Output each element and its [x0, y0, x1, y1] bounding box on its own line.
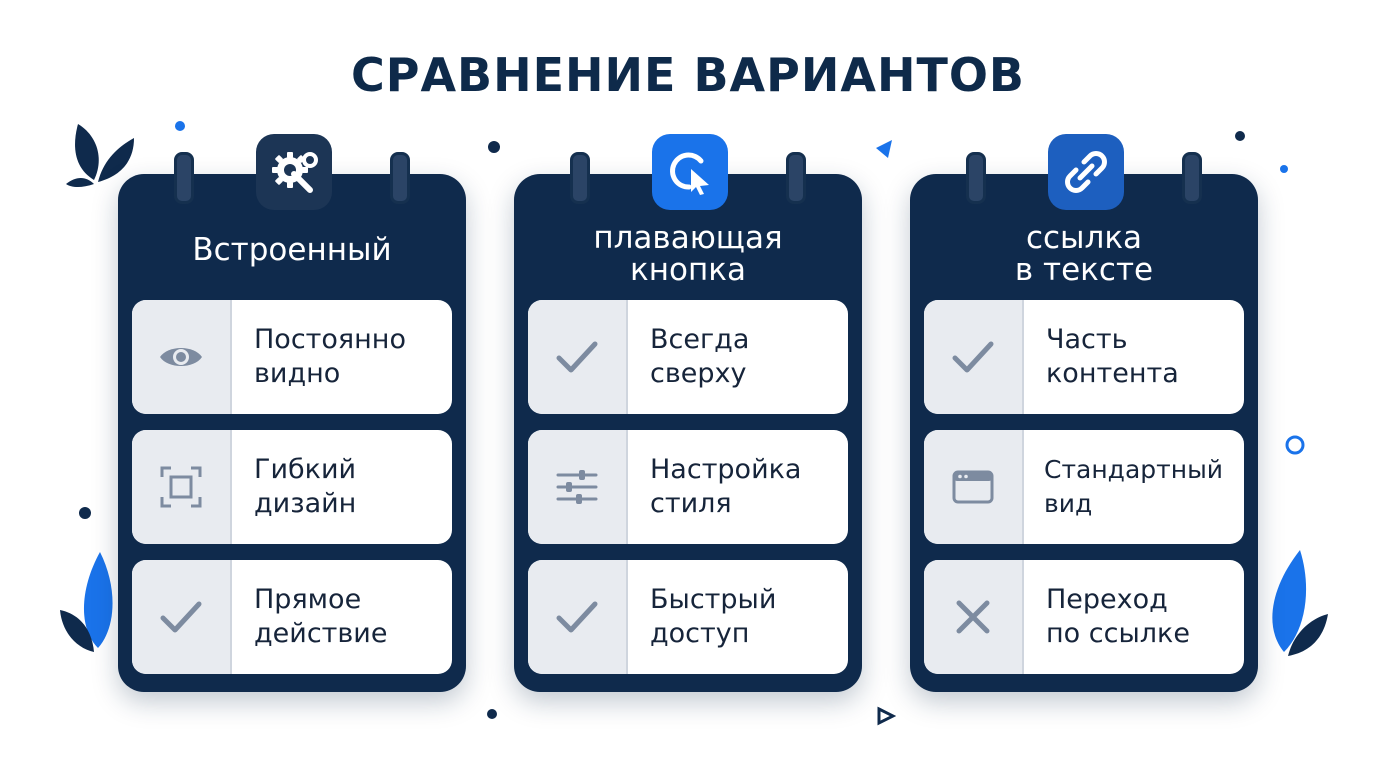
dot-decoration: [175, 121, 185, 131]
browser-window-icon: [952, 470, 994, 504]
check-icon: [556, 601, 598, 633]
sliders-icon: [556, 470, 598, 504]
feature-row: Прямое действие: [132, 560, 452, 674]
ring-decoration: [1285, 435, 1305, 455]
feature-row: Всегда сверху: [528, 300, 848, 414]
check-icon: [952, 341, 994, 373]
cross-icon: [956, 600, 990, 634]
feature-text: Постоянно видно: [254, 324, 406, 389]
card-title: Встроенный: [192, 232, 392, 268]
eye-icon: [160, 348, 202, 366]
leaf-decoration-top-left: [66, 124, 134, 187]
binder-ring: [570, 152, 590, 204]
feature-row: Часть контента: [924, 300, 1244, 414]
link-icon: [1048, 134, 1124, 210]
leaf-decoration-bottom-right: [1272, 550, 1328, 656]
dot-decoration: [488, 141, 500, 153]
triangle-outline-decoration: [877, 706, 896, 726]
binder-ring: [174, 152, 194, 204]
dot-decoration: [79, 507, 91, 519]
binder-ring: [966, 152, 986, 204]
feature-text: Переход по ссылке: [1046, 584, 1190, 649]
option-card-embedded: Встроенный Постоянно видно Гибкий дизайн: [118, 134, 466, 692]
feature-row: Постоянно видно: [132, 300, 452, 414]
dot-decoration: [1235, 131, 1245, 141]
feature-text: Настройка стиля: [650, 454, 802, 519]
triangle-decoration: [876, 140, 892, 158]
feature-text: Всегда сверху: [650, 324, 750, 389]
page-title: СРАВНЕНИЕ ВАРИАНТОВ: [350, 48, 1025, 102]
feature-text: Быстрый доступ: [650, 584, 777, 649]
check-icon: [556, 341, 598, 373]
resize-frame-icon: [160, 466, 202, 508]
feature-text: Прямое действие: [254, 584, 388, 649]
binder-ring: [1182, 152, 1202, 204]
feature-row: Гибкий дизайн: [132, 430, 452, 544]
option-card-inline-link: ссылка в тексте Часть контента Стандартн…: [910, 134, 1258, 692]
feature-row: Стандартный вид: [924, 430, 1244, 544]
cursor-refresh-icon: [652, 134, 728, 210]
gear-wrench-icon: [256, 134, 332, 210]
feature-text: Стандартный вид: [1044, 455, 1224, 518]
feature-row: Быстрый доступ: [528, 560, 848, 674]
option-card-floating-button: плавающая кнопка Всегда сверху: [514, 134, 862, 692]
feature-row: Настройка стиля: [528, 430, 848, 544]
dot-decoration: [1280, 165, 1288, 173]
dot-decoration: [487, 709, 497, 719]
leaf-decoration-bottom-left: [60, 552, 113, 652]
binder-ring: [786, 152, 806, 204]
check-icon: [160, 601, 202, 633]
card-title: плавающая кнопка: [593, 220, 783, 288]
feature-text: Гибкий дизайн: [254, 454, 357, 519]
binder-ring: [390, 152, 410, 204]
feature-text: Часть контента: [1046, 324, 1179, 389]
feature-row: Переход по ссылке: [924, 560, 1244, 674]
card-title: ссылка в тексте: [1014, 220, 1154, 288]
